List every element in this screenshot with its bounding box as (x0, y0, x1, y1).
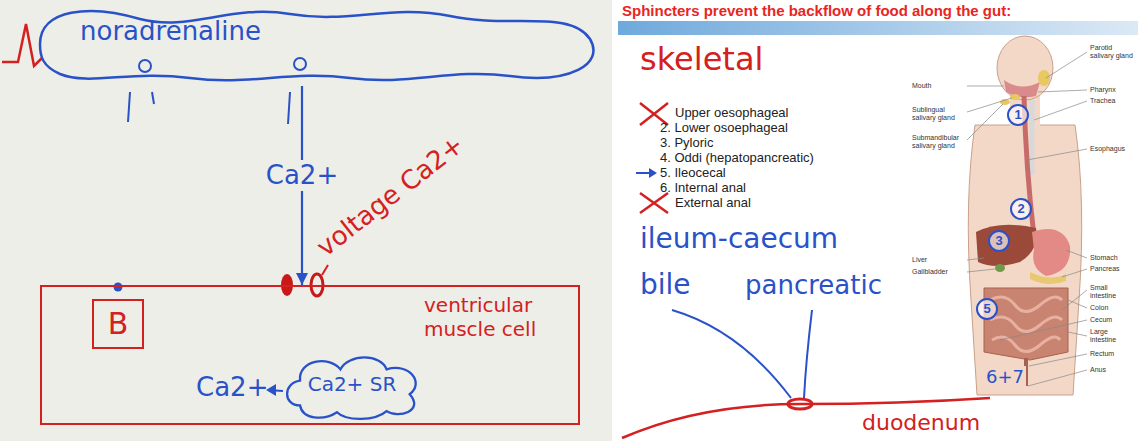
node-text: Ca2+ SR (308, 372, 397, 396)
axon-varicosity: noradrenaline (30, 4, 600, 86)
list-item: 4. Oddi (hepatopancreatic) (660, 150, 814, 166)
pancreatic-duct (804, 310, 812, 398)
whiteboard-ground (0, 0, 612, 441)
list-item: 5. Ileocecal (660, 165, 726, 181)
vesicle (139, 60, 151, 72)
node-text: B (108, 306, 129, 342)
node-text: 3 (995, 233, 1002, 249)
handwritten-note: bile (640, 268, 691, 302)
bile-duct (672, 310, 791, 398)
part-name: Anus (1090, 366, 1134, 374)
part-name: Sublingual salivary gland (912, 106, 966, 122)
part-name: Submandibular salivary gland (912, 134, 966, 150)
receptor-box: B (92, 299, 144, 349)
part-name: Large intestine (1090, 328, 1134, 344)
callout-circle: 5 (976, 298, 998, 320)
receptor-dot (114, 283, 123, 292)
muscle-cell-box: ventricular muscle cell B Ca2+ SR (40, 285, 580, 425)
digestive-system-figure (968, 36, 1081, 395)
list-item: Upper oesophageal (675, 105, 788, 121)
part-name: Gallbladder (912, 268, 966, 276)
list-item: 2. Lower osoephageal (660, 120, 788, 136)
list-item: 6. Internal anal (660, 180, 746, 196)
part-name: Stomach (1090, 254, 1134, 262)
node-text: 1 (1014, 107, 1021, 123)
part-name: Cecum (1090, 316, 1134, 324)
node-text: ventricular muscle cell (424, 293, 574, 341)
list-item: 3. Pyloric (660, 135, 713, 151)
part-name: Mouth (912, 82, 966, 90)
list-item: External anal (675, 195, 751, 211)
leader-line (322, 265, 328, 275)
figure-leader-lines (967, 52, 1087, 386)
part-name: Pharynx (1090, 86, 1134, 94)
callout-number: 6+7 (984, 366, 1026, 388)
part-name: Esophagus (1090, 145, 1134, 153)
vesicle (294, 58, 306, 70)
action-potential-symbol (2, 24, 42, 66)
handwritten-note: ileum-caecum (640, 222, 838, 256)
callout-circle: 2 (1010, 198, 1032, 220)
reticulum-cloud: Ca2+ SR (277, 349, 427, 419)
outline-path (40, 11, 593, 80)
cross-mark (640, 193, 668, 213)
callout-circle: 1 (1007, 104, 1029, 126)
arrow-head (649, 168, 657, 178)
handwritten-note: pancreatic (745, 270, 882, 301)
sphincter-oval (788, 399, 812, 409)
part-name: Trachea (1090, 97, 1134, 105)
node-text: 5 (983, 301, 990, 317)
release-ticks (128, 92, 290, 124)
callout-circle: 3 (988, 230, 1010, 252)
part-name: Small intestine (1090, 284, 1134, 300)
node-text: noradrenaline (80, 16, 261, 47)
part-name: Pancreas (1090, 265, 1134, 273)
edge-label: Ca2+ (264, 160, 340, 191)
slide-title: Sphincters prevent the backflow of food … (622, 2, 1011, 20)
arrow-head (296, 273, 308, 285)
group-heading: skeletal (640, 40, 763, 78)
part-name: Rectum (1090, 350, 1134, 358)
pointer-arrow (636, 172, 651, 174)
title-bar (618, 21, 1138, 35)
handwritten-note: duodenum (862, 410, 980, 436)
duodenum-wall (622, 398, 990, 438)
ion-label: Ca2+ (196, 372, 268, 403)
node-text: 2 (1017, 201, 1024, 217)
outline-path (287, 357, 416, 418)
part-name: Colon (1090, 304, 1134, 312)
part-name: Parotid salivary gland (1090, 44, 1134, 60)
part-name: Liver (912, 256, 966, 264)
